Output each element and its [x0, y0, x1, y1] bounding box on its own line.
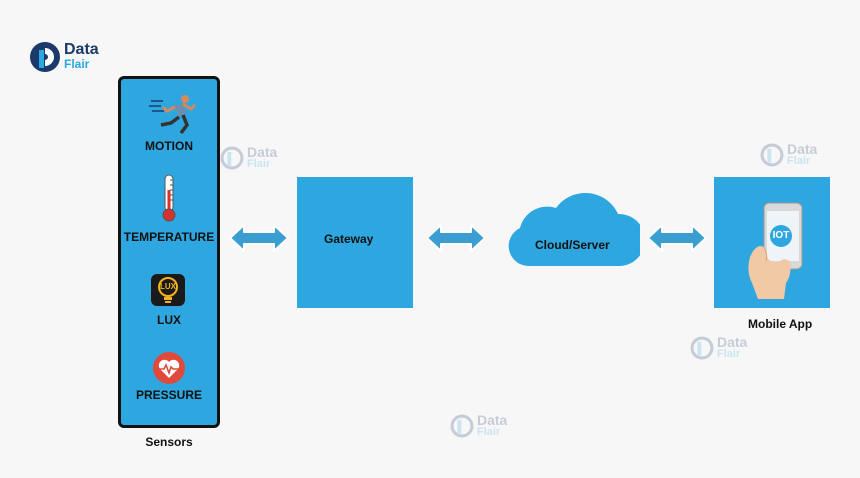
watermark-word-data: Data	[787, 141, 818, 157]
running-person-icon	[149, 95, 197, 135]
watermark-word-data: Data	[717, 334, 748, 350]
cloud-label: Cloud/Server	[535, 238, 610, 252]
heart-pressure-icon	[153, 352, 185, 384]
watermark-word-data: Data	[247, 144, 278, 160]
double-arrow-icon	[647, 224, 707, 252]
logo-word-data: Data	[64, 41, 99, 58]
watermark-word-data: Data	[477, 412, 508, 428]
watermark-word-flair: Flair	[787, 155, 811, 167]
lux-badge-text: LUX	[160, 282, 176, 291]
mobile-app-caption: Mobile App	[748, 317, 813, 331]
sensors-panel: MOTION TEMPERATURE LUX LUX PRESSURE	[118, 76, 220, 428]
logo-word-flair: Flair	[64, 57, 90, 71]
watermark-word-flair: Flair	[247, 158, 271, 170]
sensor-label-pressure: PRESSURE	[135, 388, 203, 402]
watermark-word-flair: Flair	[477, 426, 501, 438]
iot-screen-text: IOT	[772, 230, 790, 241]
double-arrow-icon	[229, 224, 289, 252]
phone-in-hand-icon	[748, 202, 803, 299]
sensors-caption: Sensors	[145, 435, 193, 449]
sensor-label-temperature: TEMPERATURE	[123, 230, 215, 244]
watermark-icon	[690, 336, 714, 360]
cloud-icon	[508, 192, 640, 266]
gateway-box: Gateway	[297, 177, 413, 308]
watermark-icon	[760, 143, 784, 167]
gateway-label: Gateway	[324, 232, 374, 246]
dataflair-logo: Data Flair	[30, 40, 99, 74]
mobile-app-box: IOT	[714, 177, 830, 308]
light-bulb-icon: LUX	[151, 274, 185, 306]
dataflair-logo-icon	[30, 42, 60, 72]
watermark-icon	[220, 146, 244, 170]
thermometer-icon	[162, 174, 176, 222]
light-bulb-glyph-icon	[158, 277, 178, 303]
double-arrow-icon	[426, 224, 486, 252]
sensor-label-motion: MOTION	[145, 139, 193, 153]
watermark-word-flair: Flair	[717, 348, 741, 360]
watermark-icon	[450, 414, 474, 438]
sensor-label-lux: LUX	[157, 313, 181, 327]
